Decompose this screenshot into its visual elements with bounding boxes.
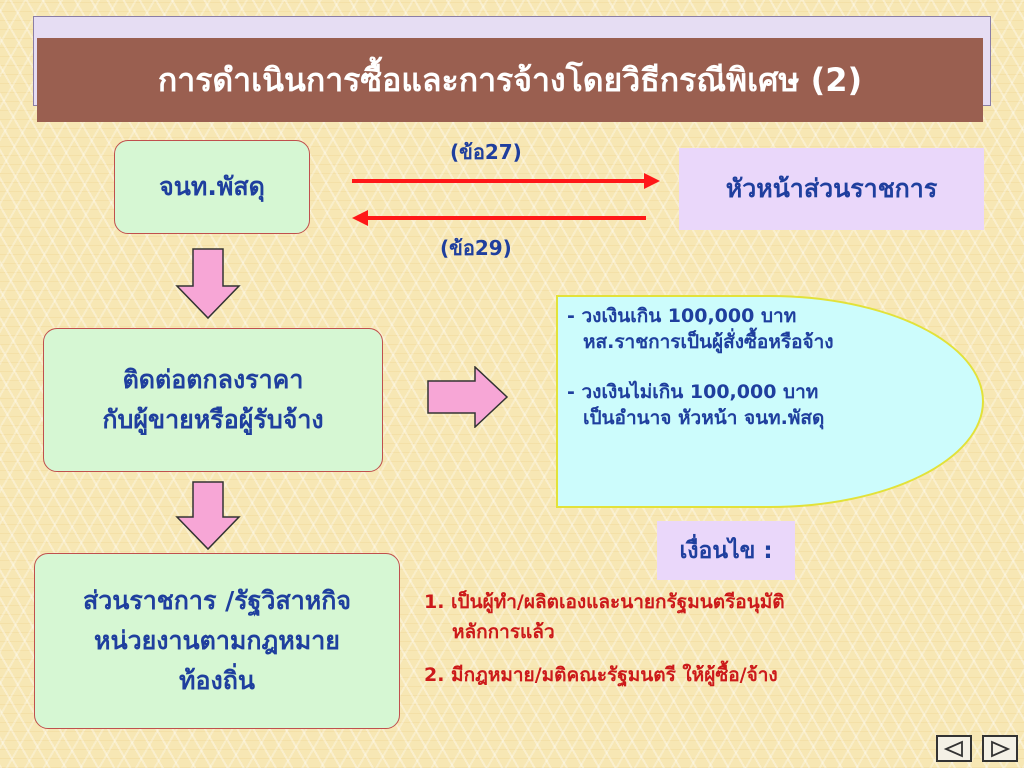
arrow-staff-to-head-shaft	[352, 179, 644, 183]
condition-2: 2. มีกฎหมาย/มติคณะรัฐมนตรี ให้ผู้ซื้อ/จ้…	[424, 663, 778, 686]
clause-29-label: (ข้อ29)	[440, 236, 512, 260]
authority-limits-panel: - วงเงินเกิน 100,000 บาท หส.ราชการเป็นผู…	[556, 295, 984, 508]
authority-over-limit-detail: หส.ราชการเป็นผู้สั่งซื้อหรือจ้าง	[583, 331, 834, 353]
arrow-left-head-icon	[352, 210, 368, 226]
previous-slide-button[interactable]	[936, 735, 972, 762]
box-negotiate-line-1: ติดต่อตกลงราคา	[122, 365, 304, 394]
arrow-right-head-icon	[644, 173, 660, 189]
authority-over-limit: - วงเงินเกิน 100,000 บาท	[567, 305, 797, 327]
slide-title: การดำเนินการซื้อและการจ้างโดยวิธีกรณีพิเ…	[37, 38, 983, 122]
box-head-of-agency-label: หัวหน้าส่วนราชการ	[725, 174, 938, 203]
conditions-label: เงื่อนไข :	[657, 521, 795, 580]
box-procurement-staff: จนท.พัสดุ	[114, 140, 310, 234]
box-agency-line-1: ส่วนราชการ /รัฐวิสาหกิจ	[82, 586, 352, 615]
box-negotiate-line-2: กับผู้ขายหรือผู้รับจ้าง	[102, 405, 324, 434]
box-agency-line-3: ท้องถิ่น	[179, 666, 255, 695]
authority-under-limit-detail: เป็นอำนาจ หัวหน้า จนท.พัสดุ	[583, 407, 825, 429]
authority-under-limit: - วงเงินไม่เกิน 100,000 บาท	[567, 381, 819, 403]
box-agency-line-2: หน่วยงานตามกฎหมาย	[94, 626, 340, 655]
conditions-label-text: เงื่อนไข :	[679, 537, 773, 564]
conditions-list: 1. เป็นผู้ทำ/ผลิตเองและนายกรัฐมนตรีอนุมั…	[424, 587, 944, 690]
right-block-arrow-icon	[427, 366, 509, 428]
box-head-of-agency: หัวหน้าส่วนราชการ	[679, 148, 984, 230]
box-negotiate-price: ติดต่อตกลงราคา กับผู้ขายหรือผู้รับจ้าง	[43, 328, 383, 472]
condition-1-line-2: หลักการแล้ว	[452, 621, 555, 644]
arrow-head-to-staff-shaft	[368, 216, 646, 220]
next-slide-button[interactable]	[982, 735, 1018, 762]
slide-title-text: การดำเนินการซื้อและการจ้างโดยวิธีกรณีพิเ…	[157, 60, 863, 99]
box-procurement-staff-label: จนท.พัสดุ	[159, 172, 265, 201]
clause-27-label: (ข้อ27)	[450, 140, 522, 164]
down-block-arrow-icon	[175, 481, 241, 551]
arrow-head-to-staff	[352, 210, 646, 226]
down-block-arrow-icon	[175, 248, 241, 320]
triangle-right-icon	[991, 740, 1011, 757]
triangle-left-icon	[943, 740, 963, 757]
condition-1-line-1: 1. เป็นผู้ทำ/ผลิตเองและนายกรัฐมนตรีอนุมั…	[424, 591, 785, 613]
box-government-agency: ส่วนราชการ /รัฐวิสาหกิจ หน่วยงานตามกฎหมา…	[34, 553, 400, 729]
arrow-staff-to-head	[352, 173, 660, 189]
